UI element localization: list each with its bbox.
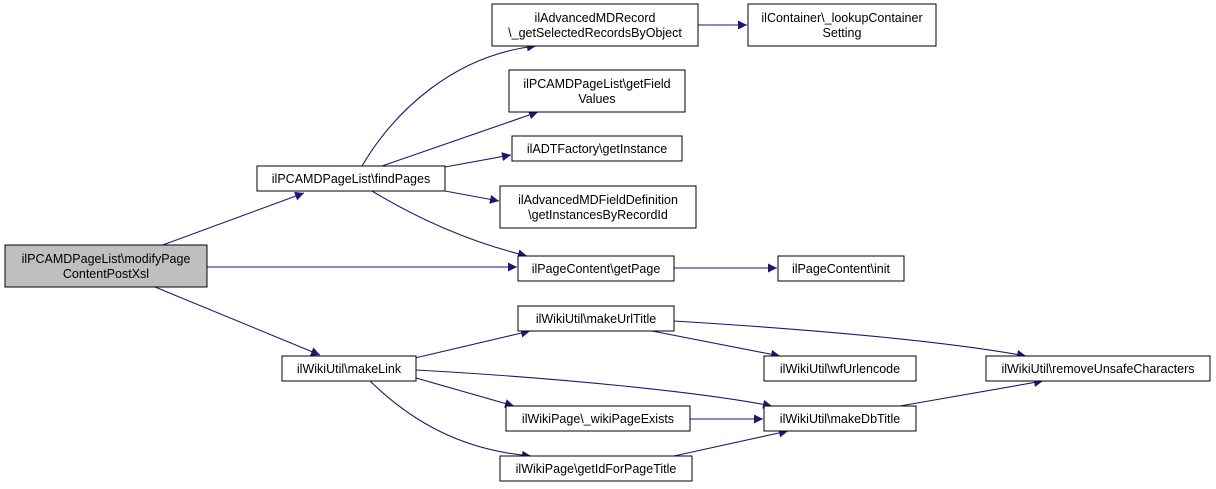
node-init[interactable]: ilPageContent\init — [777, 255, 905, 282]
edge-findPages-to-getSelectedRecordsByObject — [361, 42, 537, 167]
node-label: \_getSelectedRecordsByObject — [508, 26, 682, 40]
node-box — [777, 255, 905, 282]
node-label: ilWikiUtil\makeUrlTitle — [536, 312, 656, 326]
edges-layer — [154, 20, 1044, 460]
node-label: ilPCAMDPageList\getField — [523, 77, 670, 91]
edge-makeLink-to-makeUrlTitle — [414, 328, 531, 359]
node-findPages[interactable]: ilPCAMDPageList\findPages — [256, 165, 446, 192]
nodes-layer: ilPCAMDPageList\modifyPageContentPostXsl… — [4, 3, 1211, 482]
node-box — [517, 255, 675, 282]
edge-makeUrlTitle-to-removeUnsafeCharacters — [673, 320, 1027, 359]
node-box — [256, 165, 446, 192]
edge-makeLink-to-wikiPageExists — [415, 377, 515, 408]
node-label: ilPCAMDPageList\modifyPage — [22, 252, 191, 266]
edge-findPages-to-getFieldValues — [381, 110, 539, 167]
edge-root-to-makeLink — [154, 286, 321, 356]
node-box — [747, 3, 937, 47]
node-label: ilADTFactory\getInstance — [527, 142, 667, 156]
node-box — [499, 185, 697, 229]
node-label: ilContainer\_lookupContainer — [761, 11, 922, 25]
node-label: ilAdvancedMDRecord — [535, 11, 656, 25]
node-box — [281, 355, 417, 382]
node-label: ilWikiUtil\removeUnsafeCharacters — [1001, 362, 1194, 376]
node-label: Values — [578, 92, 615, 106]
node-getInstance[interactable]: ilADTFactory\getInstance — [511, 135, 683, 162]
node-makeUrlTitle[interactable]: ilWikiUtil\makeUrlTitle — [517, 305, 675, 332]
node-label: ilWikiUtil\makeDbTitle — [780, 412, 900, 426]
edge-makeUrlTitle-to-wfUrlencode — [651, 330, 781, 359]
node-getInstancesByRecordId[interactable]: ilAdvancedMDFieldDefinition\getInstances… — [499, 185, 697, 229]
node-makeDbTitle[interactable]: ilWikiUtil\makeDbTitle — [763, 405, 917, 432]
node-removeUnsafeCharacters[interactable]: ilWikiUtil\removeUnsafeCharacters — [985, 355, 1211, 382]
edge-findPages-to-getPage — [371, 190, 528, 259]
edge-makeLink-to-getIdForPageTitle — [369, 380, 532, 460]
node-box — [763, 405, 917, 432]
node-label: ilWikiUtil\makeLink — [297, 362, 402, 376]
node-wikiPageExists[interactable]: ilWikiPage\_wikiPageExists — [505, 405, 691, 432]
node-makeLink[interactable]: ilWikiUtil\makeLink — [281, 355, 417, 382]
node-box — [4, 244, 208, 288]
node-box — [508, 69, 686, 113]
node-getPage[interactable]: ilPageContent\getPage — [517, 255, 675, 282]
node-box — [505, 405, 691, 432]
edge-makeDbTitle-to-removeUnsafeCharacters — [899, 378, 1044, 407]
edge-root-to-findPages — [159, 191, 305, 247]
node-box — [511, 135, 683, 162]
node-getSelectedRecordsByObject[interactable]: ilAdvancedMDRecord\_getSelectedRecordsBy… — [491, 3, 699, 47]
edge-findPages-to-getInstancesByRecordId — [444, 190, 500, 204]
node-label: ilPageContent\getPage — [532, 262, 661, 276]
node-label: ilPageContent\init — [792, 262, 891, 276]
node-box — [499, 455, 693, 482]
node-label: ilAdvancedMDFieldDefinition — [518, 193, 678, 207]
node-box — [491, 3, 699, 47]
node-label: ilWikiPage\_wikiPageExists — [522, 412, 674, 426]
node-box — [985, 355, 1211, 382]
edge-getIdForPageTitle-to-makeDbTitle — [673, 428, 789, 457]
node-label: Setting — [823, 26, 862, 40]
node-getIdForPageTitle[interactable]: ilWikiPage\getIdForPageTitle — [499, 455, 693, 482]
node-label: ilPCAMDPageList\findPages — [272, 172, 430, 186]
node-box — [517, 305, 675, 332]
edge-makeLink-to-makeDbTitle — [415, 369, 773, 409]
node-label: ilWikiUtil\wfUrlencode — [780, 362, 900, 376]
node-label: ilWikiPage\getIdForPageTitle — [516, 462, 677, 476]
node-box — [763, 355, 917, 382]
node-label: \getInstancesByRecordId — [528, 208, 668, 222]
node-label: ContentPostXsl — [63, 267, 149, 281]
node-wfUrlencode[interactable]: ilWikiUtil\wfUrlencode — [763, 355, 917, 382]
edge-findPages-to-getInstance — [444, 152, 512, 168]
